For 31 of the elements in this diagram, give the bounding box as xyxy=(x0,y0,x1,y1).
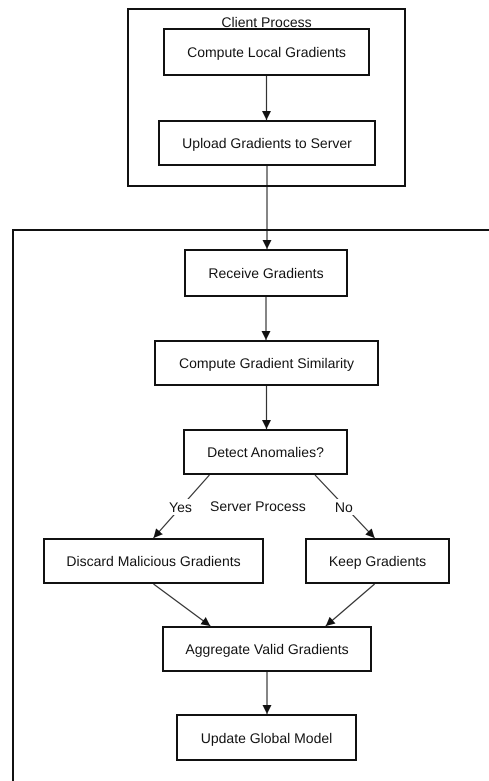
group-title: Client Process xyxy=(220,14,313,30)
step-label: Compute Gradient Similarity xyxy=(178,355,354,371)
arrow xyxy=(262,386,271,429)
step-label: Receive Gradients xyxy=(208,265,324,281)
arrow xyxy=(325,584,375,626)
process-box xyxy=(305,538,450,584)
arrow xyxy=(262,297,270,340)
arrow xyxy=(262,672,272,714)
edge-label: Yes xyxy=(167,498,194,514)
process-box xyxy=(183,429,348,475)
step-label: Update Global Model xyxy=(200,730,332,746)
step-label: Upload Gradients to Server xyxy=(182,135,352,151)
process-box xyxy=(154,340,379,386)
process-box xyxy=(162,626,372,672)
step-label: Keep Gradients xyxy=(328,553,426,569)
group-container xyxy=(127,8,406,187)
step-label: Aggregate Valid Gradients xyxy=(185,641,349,657)
group-container xyxy=(12,229,489,781)
process-box xyxy=(163,28,370,76)
step-label: Compute Local Gradients xyxy=(187,44,346,60)
arrow xyxy=(262,76,271,120)
process-box xyxy=(158,120,376,166)
process-box xyxy=(176,714,357,761)
process-box xyxy=(43,538,264,584)
process-box xyxy=(184,249,348,297)
arrow xyxy=(314,474,376,538)
arrow xyxy=(262,166,272,249)
step-label: Detect Anomalies? xyxy=(207,444,324,460)
group-title: Server Process xyxy=(210,498,306,514)
step-label: Discard Malicious Gradients xyxy=(66,553,241,569)
arrow xyxy=(153,584,211,626)
